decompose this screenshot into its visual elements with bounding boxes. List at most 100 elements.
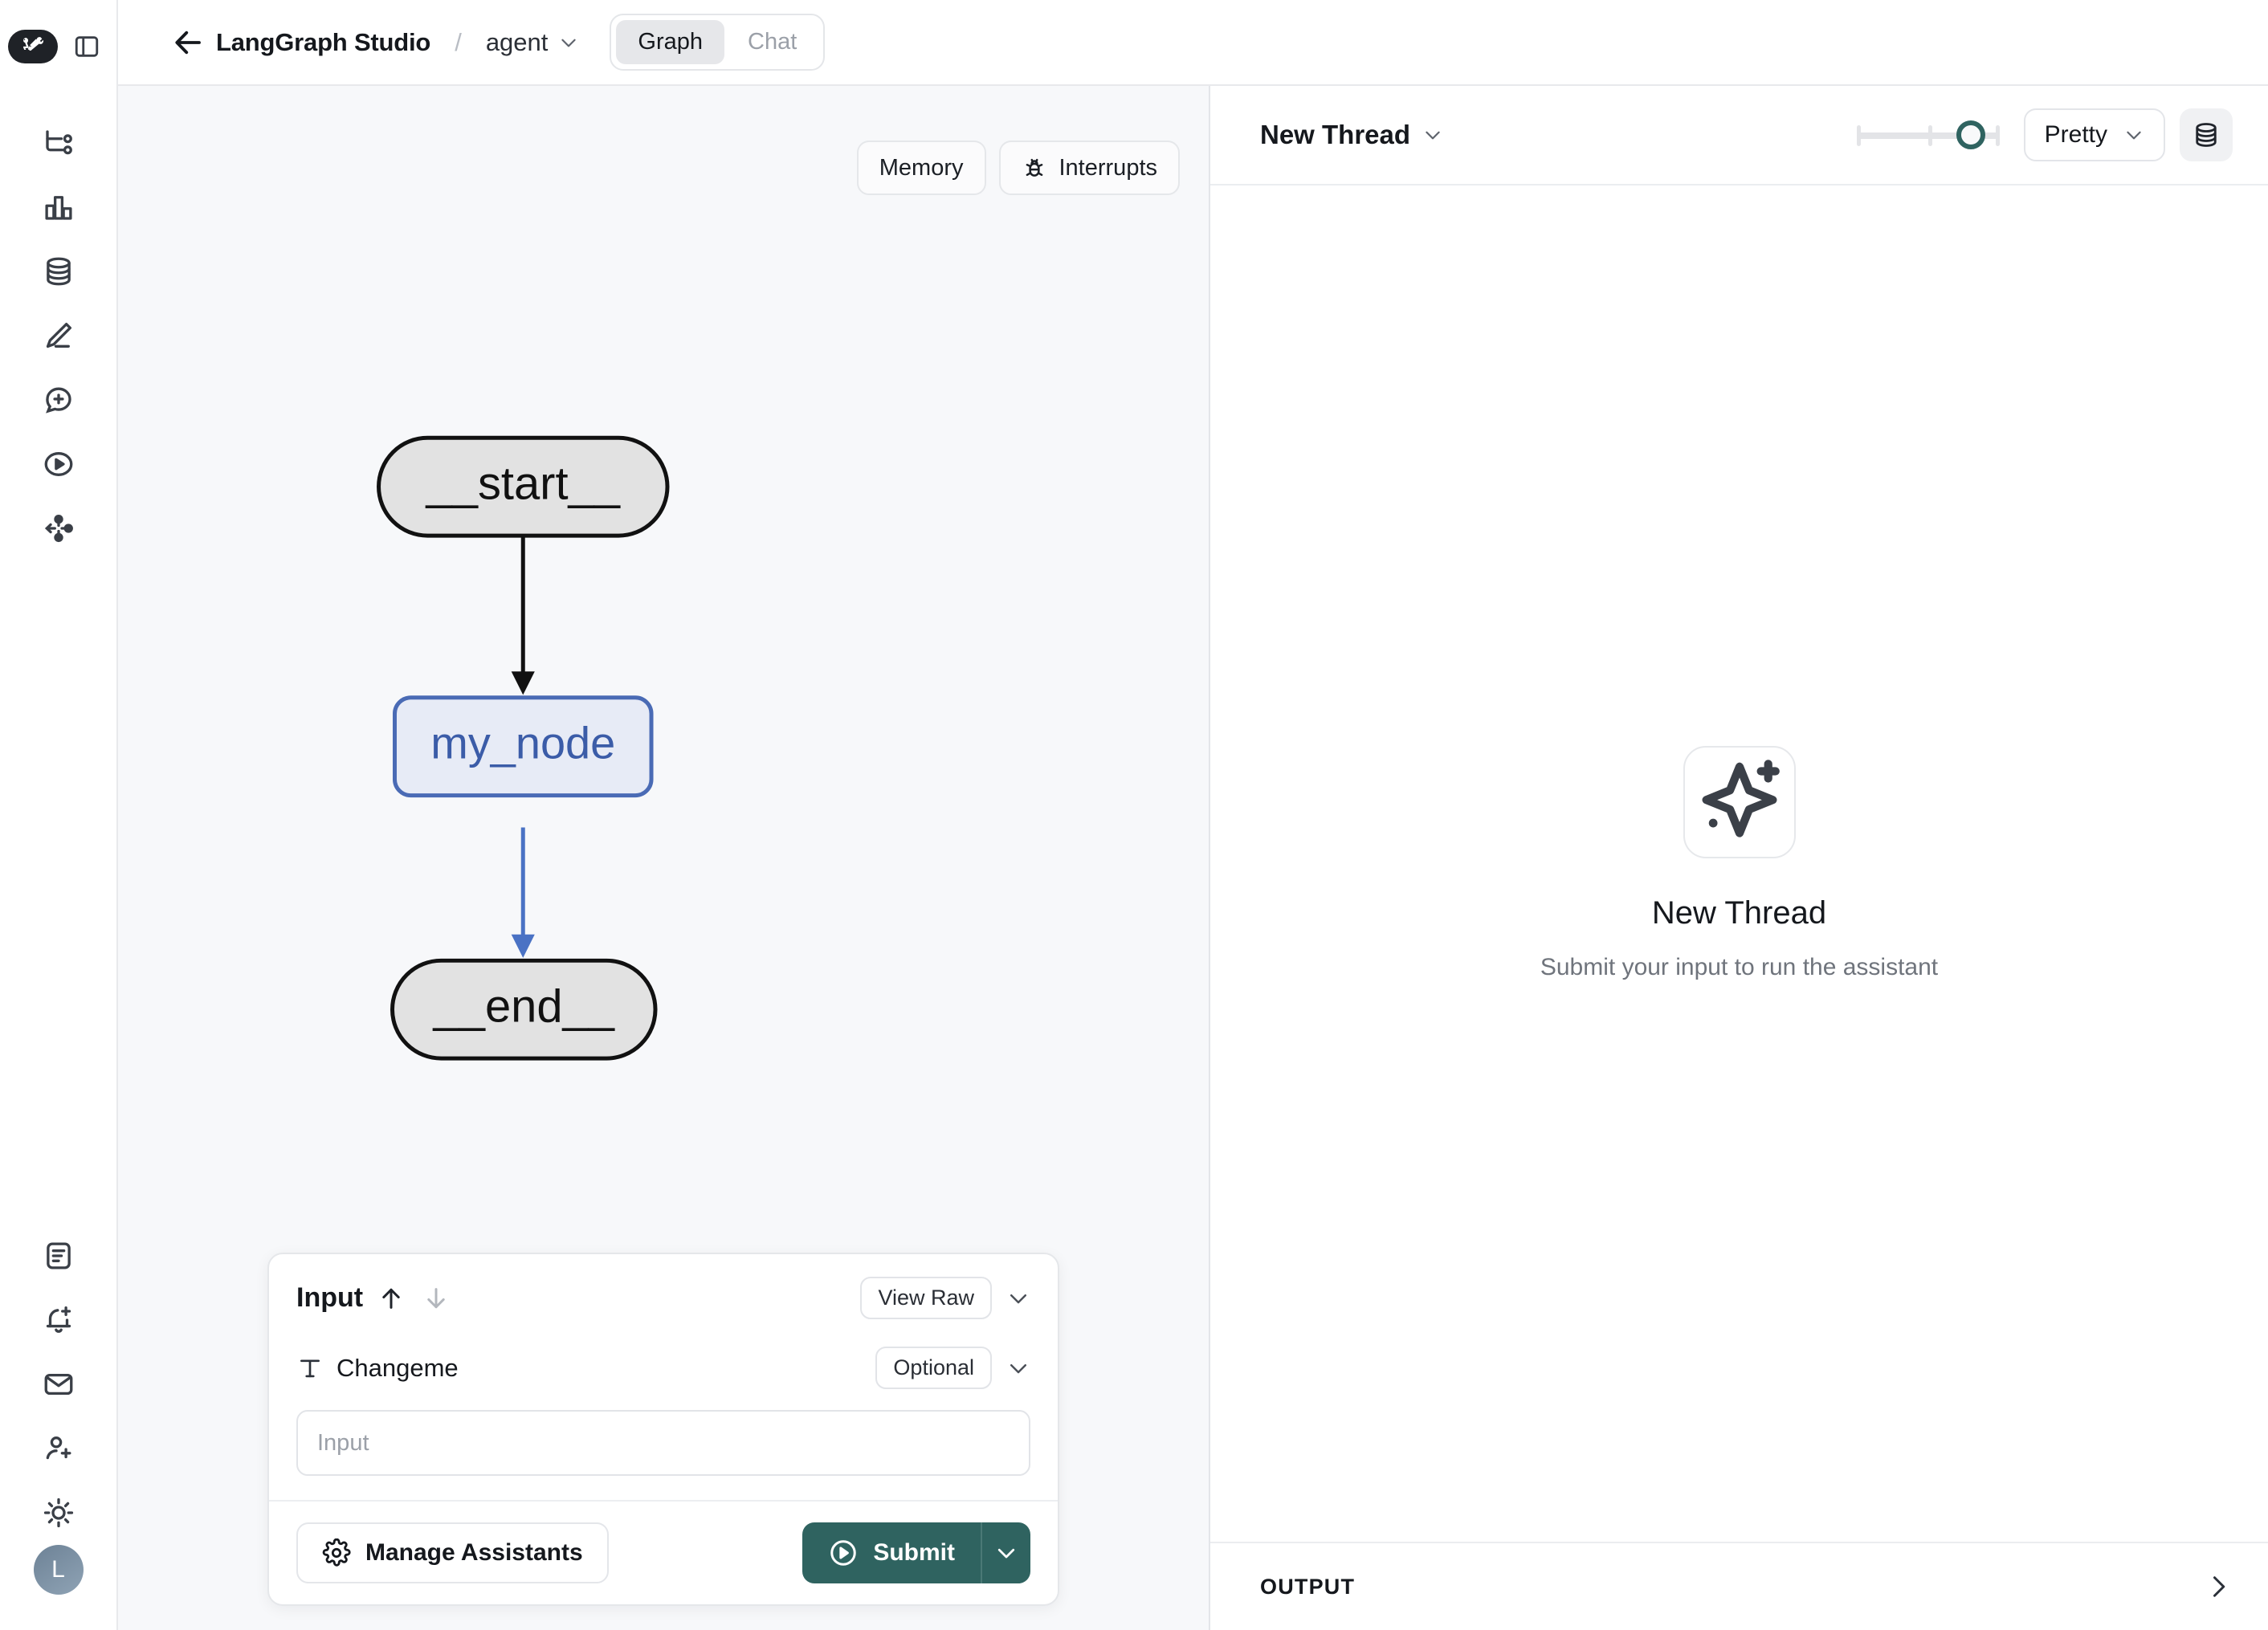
view-tabs: Graph Chat — [610, 14, 826, 71]
bell-plus-icon — [46, 1306, 71, 1333]
sidebar-item-graph[interactable] — [27, 111, 91, 175]
thread-chevron-down-icon — [1422, 124, 1443, 145]
input-field-header: Changeme Optional — [296, 1347, 1030, 1389]
parrot-glyph — [22, 37, 43, 51]
sidebar-item-deployments[interactable] — [27, 496, 91, 560]
sidebar-item-playground[interactable] — [27, 432, 91, 496]
output-bar[interactable]: OUTPUT — [1210, 1542, 2268, 1630]
sidebar-item-alerts[interactable] — [27, 1288, 91, 1352]
graph-toolbar: Memory I — [856, 141, 1180, 195]
gear-icon — [322, 1538, 351, 1567]
optional-badge[interactable]: Optional — [875, 1347, 992, 1389]
thread-pane: New Thread Pretty — [1210, 86, 2268, 1630]
arrow-left-icon[interactable] — [171, 26, 205, 59]
thread-selector[interactable]: New Thread — [1260, 120, 1443, 150]
tab-chat[interactable]: Chat — [748, 29, 797, 55]
sidebar-item-inbox[interactable] — [27, 1352, 91, 1416]
submit-label: Submit — [873, 1539, 955, 1566]
chevron-right-icon[interactable] — [2204, 1572, 2233, 1601]
empty-state-subtitle: Submit your input to run the assistant — [1540, 954, 1939, 980]
submit-options-chevron-down-icon[interactable] — [981, 1522, 1030, 1583]
slider-tick-0 — [1856, 125, 1861, 146]
avatar-initial: L — [51, 1556, 65, 1583]
bar-chart-icon — [44, 196, 72, 220]
breadcrumb-separator: / — [455, 27, 462, 56]
thread-name: New Thread — [1260, 120, 1411, 149]
agent-selector[interactable]: agent — [486, 28, 580, 57]
sidebar-item-analytics[interactable] — [27, 175, 91, 239]
format-select-value: Pretty — [2044, 121, 2107, 148]
sparkles-glyph — [1702, 760, 1780, 837]
graph-canvas[interactable]: __start__ my_node __end__ — [118, 86, 1209, 1630]
slider-tick-1 — [1927, 125, 1932, 146]
sidebar-item-theme[interactable] — [27, 1481, 91, 1545]
git-branch-icon — [45, 130, 72, 155]
share-nodes-icon — [44, 514, 73, 543]
memory-label: Memory — [879, 154, 964, 181]
manage-assistants-button[interactable]: Manage Assistants — [296, 1522, 609, 1583]
langchain-parrot-tools-logo[interactable] — [7, 30, 58, 63]
density-slider[interactable] — [1856, 119, 2000, 151]
text-type-icon — [296, 1355, 324, 1382]
bug-icon — [1022, 155, 1047, 181]
page-title[interactable]: LangGraph Studio — [216, 27, 431, 56]
message-plus-icon — [45, 387, 71, 414]
graph-node-start — [377, 435, 670, 538]
field-chevron-down-icon[interactable] — [1006, 1356, 1030, 1380]
database-view-button[interactable] — [2180, 108, 2233, 161]
arrow-left-glyph — [175, 31, 201, 54]
changeme-input-placeholder: Input — [317, 1429, 369, 1456]
view-raw-button[interactable]: View Raw — [860, 1277, 992, 1319]
thread-empty-state: New Thread Submit your input to run the … — [1210, 185, 2268, 1542]
format-select[interactable]: Pretty — [2023, 108, 2165, 161]
input-panel-title: Input — [296, 1282, 364, 1313]
graph-node-mynode — [392, 695, 654, 798]
submit-button[interactable]: Submit — [802, 1522, 981, 1583]
play-circle-icon — [44, 452, 72, 476]
agent-name: agent — [485, 27, 549, 56]
sidebar-item-datasets[interactable] — [27, 239, 91, 304]
document-icon — [46, 1242, 71, 1269]
output-label: OUTPUT — [1260, 1574, 1356, 1599]
input-field-label: Changeme — [337, 1353, 459, 1382]
input-panel-footer: Manage Assistants Submit — [269, 1500, 1058, 1604]
slider-knob[interactable] — [1956, 120, 1986, 149]
sidebar-item-docs[interactable] — [27, 1224, 91, 1288]
input-panel-body: Input View Raw — [269, 1254, 1058, 1500]
user-plus-icon — [46, 1436, 71, 1460]
format-chevron-down-icon — [2123, 124, 2144, 145]
sidebar-item-prompts[interactable] — [27, 368, 91, 432]
top-bar: LangGraph Studio / agent Graph Chat — [118, 0, 2268, 86]
content-split: Memory I — [118, 86, 2268, 1630]
input-panel-header: Input View Raw — [296, 1277, 1030, 1319]
avatar[interactable]: L — [33, 1545, 84, 1595]
graph-diagram: __start__ my_node __end__ — [377, 435, 670, 1061]
input-panel: Input View Raw — [267, 1253, 1059, 1606]
manage-assistants-label: Manage Assistants — [365, 1539, 583, 1566]
interrupts-button[interactable]: Interrupts — [998, 141, 1180, 195]
chevron-down-icon — [558, 32, 579, 53]
submit-button-group: Submit — [802, 1522, 1030, 1583]
input-collapse-chevron-down-icon[interactable] — [1006, 1286, 1030, 1310]
memory-button[interactable]: Memory — [856, 141, 986, 195]
sparkles-icon — [1683, 746, 1796, 858]
changeme-input[interactable]: Input — [296, 1410, 1030, 1476]
sidebar-item-invite[interactable] — [27, 1416, 91, 1481]
sidebar-item-annotate[interactable] — [27, 304, 91, 368]
graph-pane: Memory I — [118, 86, 1210, 1630]
interrupts-label: Interrupts — [1059, 154, 1158, 181]
sidebar-toggle-icon[interactable] — [64, 24, 109, 69]
empty-state-title: New Thread — [1651, 895, 1827, 931]
rail-header — [7, 24, 109, 69]
envelope-icon — [44, 1373, 72, 1396]
arrow-down-icon[interactable] — [422, 1285, 450, 1312]
graph-node-mynode-label: my_node — [430, 717, 615, 768]
graph-node-end-label: __end__ — [433, 981, 615, 1033]
graph-node-end — [390, 958, 658, 1061]
main-column: LangGraph Studio / agent Graph Chat Memo… — [118, 0, 2268, 1630]
sun-icon — [43, 1498, 73, 1528]
arrow-up-icon[interactable] — [377, 1285, 405, 1312]
tab-graph[interactable]: Graph — [616, 20, 724, 64]
thread-header: New Thread Pretty — [1210, 86, 2268, 185]
